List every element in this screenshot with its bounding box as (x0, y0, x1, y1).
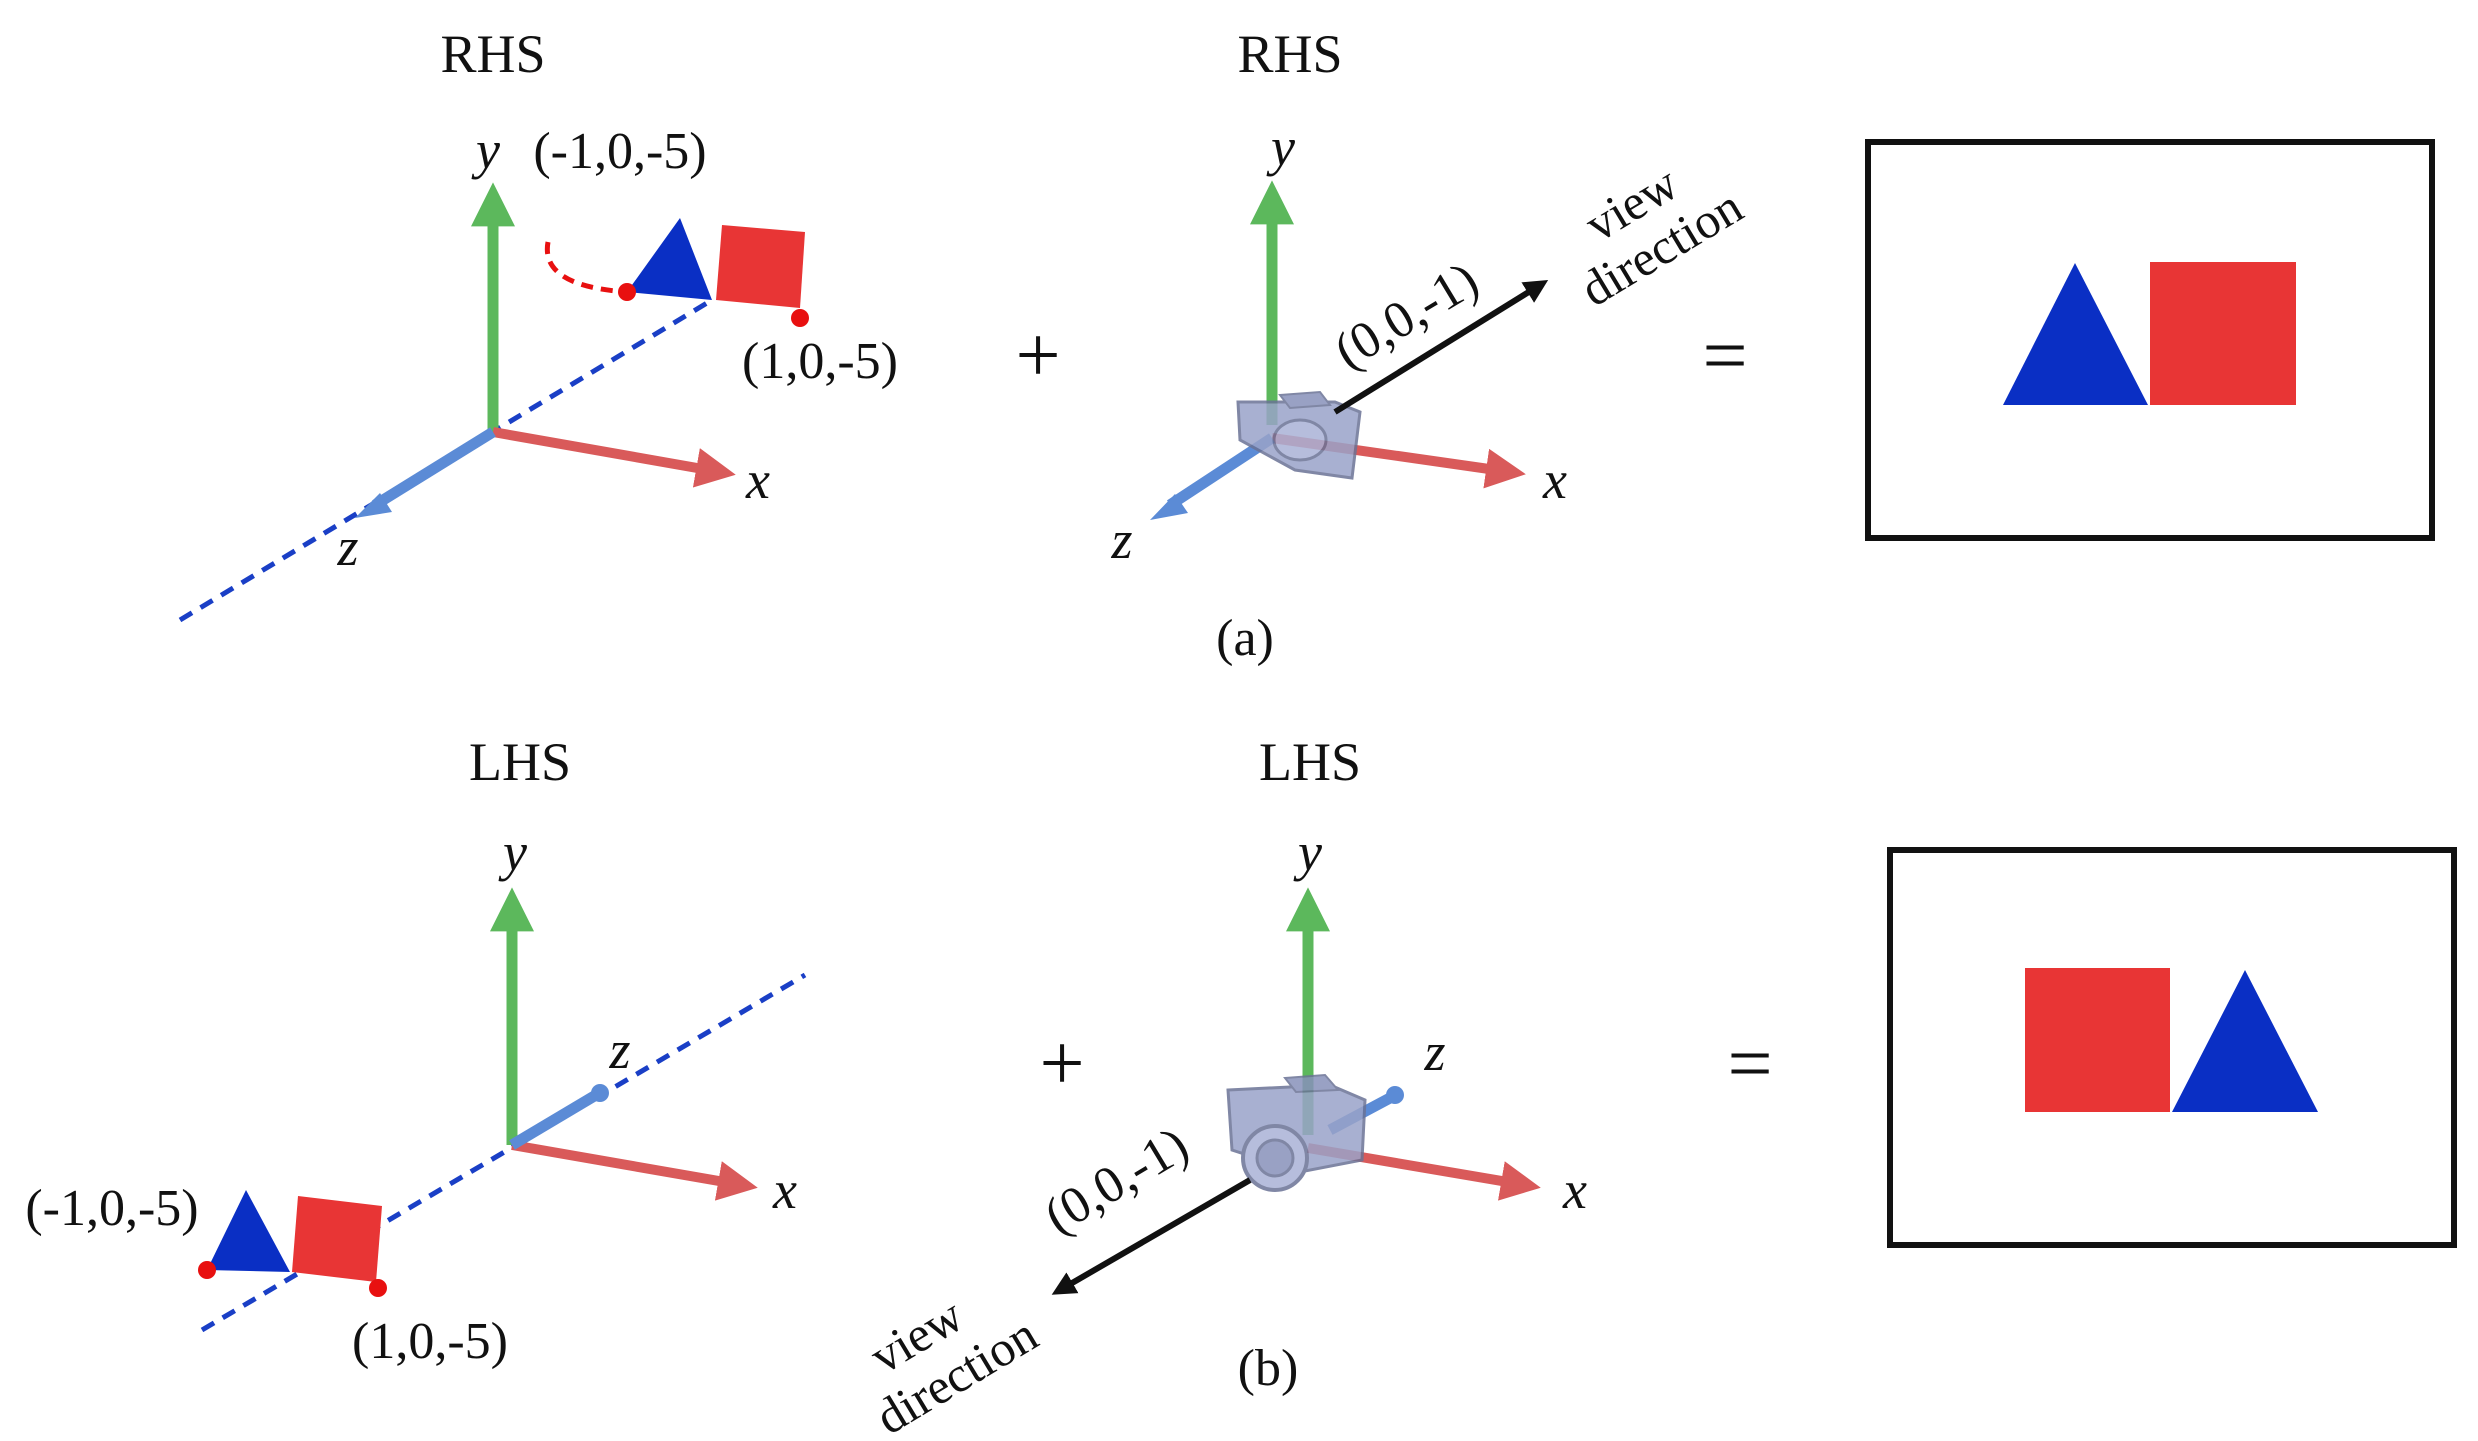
view-direction-arrow (1051, 1177, 1252, 1295)
z-axis-label: z (336, 517, 358, 577)
point-marker-left (198, 1261, 216, 1279)
caption-a: (a) (1216, 610, 1274, 667)
z-axis-dashed-extension (200, 972, 807, 1333)
camera-icon (1236, 390, 1362, 480)
point-marker-left (618, 283, 636, 301)
image-frame (1887, 847, 2457, 1248)
z-axis-arrowhead (355, 493, 392, 518)
plus-operator: + (1015, 312, 1060, 400)
x-axis-arrow (492, 427, 736, 488)
y-axis-label: y (1293, 822, 1322, 882)
z-axis-arrow (509, 1090, 599, 1150)
panel-b-camera-scene: LHS y x z (0,0,-1) view direction (860, 732, 1587, 1441)
z-axis-tip (1386, 1086, 1404, 1104)
triangle-shape (207, 1190, 290, 1272)
y-axis-label: y (1266, 117, 1295, 177)
x-axis-label: x (1562, 1160, 1587, 1220)
z-axis-dashed-extension (178, 297, 714, 623)
z-axis-label: z (1423, 1022, 1445, 1082)
caption-b: (b) (1238, 1340, 1299, 1397)
z-axis-arrow (372, 427, 496, 510)
panel-b: LHS y x z (-1,0,-5) (1,0,-5) + LHS (25, 732, 2457, 1441)
triangle-shape (2172, 970, 2318, 1112)
z-axis-label: z (1110, 510, 1132, 570)
square-shape (292, 1196, 382, 1282)
camera-icon (1226, 1073, 1367, 1192)
x-axis-label: x (772, 1160, 797, 1220)
equals-operator: = (1727, 1020, 1772, 1108)
panel-a-scene: RHS y x z (-1,0,-5) (1,0,-5) (178, 24, 898, 623)
z-axis-tip (591, 1084, 609, 1102)
panel-b-scene: LHS y x z (-1,0,-5) (1,0,-5) (25, 732, 807, 1370)
x-axis-arrow (511, 1140, 758, 1201)
panel-a-camera-scene: RHS y x z (0,0,-1) view direction (1110, 24, 1751, 570)
triangle-shape (2003, 263, 2148, 405)
z-axis-label: z (608, 1020, 630, 1080)
square-shape (716, 225, 805, 308)
y-axis-label: y (471, 120, 500, 180)
y-axis-label: y (498, 822, 527, 882)
z-axis-arrowhead (1150, 494, 1188, 520)
point-right-label: (1,0,-5) (742, 333, 898, 390)
point-right-label: (1,0,-5) (352, 1313, 508, 1370)
point-left-label: (-1,0,-5) (533, 123, 706, 180)
triangle-shape (627, 218, 712, 300)
square-shape (2025, 968, 2170, 1112)
panel-a-right-title: RHS (1237, 24, 1342, 84)
panel-b-result-frame (1887, 847, 2457, 1248)
panel-a: RHS y x z (-1,0,-5) (1,0,-5) + RHS (178, 24, 2435, 667)
square-shape (2150, 262, 2296, 405)
x-axis-label: x (745, 450, 770, 510)
dashed-arc (544, 241, 628, 295)
point-left-label: (-1,0,-5) (25, 1180, 198, 1237)
point-marker-right (791, 309, 809, 327)
view-direction-arrow (1333, 279, 1549, 415)
panel-a-left-title: RHS (440, 24, 545, 84)
x-axis-label: x (1542, 450, 1567, 510)
panel-b-left-title: LHS (469, 732, 571, 792)
panel-b-right-title: LHS (1259, 732, 1361, 792)
equals-operator: = (1702, 312, 1747, 400)
panel-a-result-frame (1865, 139, 2435, 541)
plus-operator: + (1039, 1020, 1084, 1108)
view-vector-label: (0,0,-1) (1325, 251, 1488, 380)
point-marker-right (369, 1279, 387, 1297)
